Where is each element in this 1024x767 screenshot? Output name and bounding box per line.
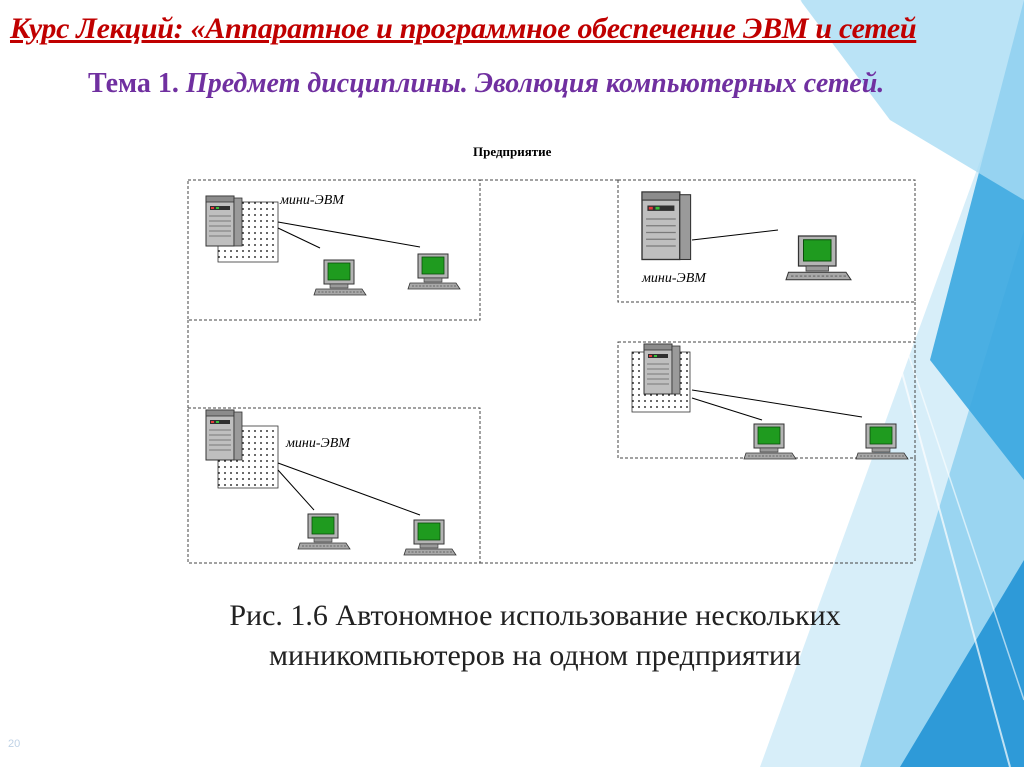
terminal-icon	[743, 423, 797, 460]
terminal-icon	[297, 513, 351, 550]
connection-line	[691, 229, 779, 241]
terminal-icon	[855, 423, 909, 460]
department-4	[631, 343, 909, 460]
connection-line	[277, 221, 421, 248]
minicomputer-label: мини-ЭВМ	[641, 271, 707, 286]
minicomputer-icon	[205, 409, 243, 461]
connection-line	[277, 469, 315, 511]
deco-shape-top	[800, 0, 1024, 200]
connection-line	[691, 397, 763, 421]
minicomputer-label: мини-ЭВМ	[279, 193, 345, 208]
minicomputer-icon	[641, 191, 692, 261]
connection-line	[277, 462, 421, 516]
department-2: мини-ЭВМ	[641, 191, 852, 286]
caption-line-1: Рис. 1.6 Автономное использование нескол…	[229, 599, 841, 632]
department-1: мини-ЭВМ	[205, 193, 461, 296]
diagram-title: Предприятие	[473, 144, 552, 159]
department-3: мини-ЭВМ	[205, 409, 457, 556]
connection-line	[277, 227, 321, 249]
minicomputer-icon	[205, 195, 243, 247]
network-diagram: Предприятие мини-ЭВМ мини-ЭВМ	[180, 140, 925, 570]
deco-line	[799, 0, 1011, 767]
caption-line-2: миникомпьютеров на одном предприятии	[268, 639, 802, 672]
figure-caption: Рис. 1.6 Автономное использование нескол…	[120, 596, 950, 676]
terminal-icon	[407, 253, 461, 290]
deco-shape-bottom	[900, 560, 1024, 767]
slide-subtitle: Тема 1. Предмет дисциплины. Эволюция ком…	[88, 68, 884, 100]
deco-line	[819, 89, 1024, 701]
minicomputer-icon	[643, 343, 681, 395]
terminal-icon	[403, 519, 457, 556]
slide-title: Курс Лекций: «Аппаратное и программное о…	[10, 12, 917, 45]
minicomputer-label: мини-ЭВМ	[285, 436, 351, 451]
subtitle-text: Предмет дисциплины. Эволюция компьютерны…	[178, 68, 885, 99]
page-number: 20	[8, 738, 21, 750]
connection-line	[691, 389, 863, 418]
terminal-icon	[313, 259, 367, 296]
terminal-icon	[785, 235, 852, 281]
subtitle-lead: Тема 1.	[88, 68, 179, 99]
